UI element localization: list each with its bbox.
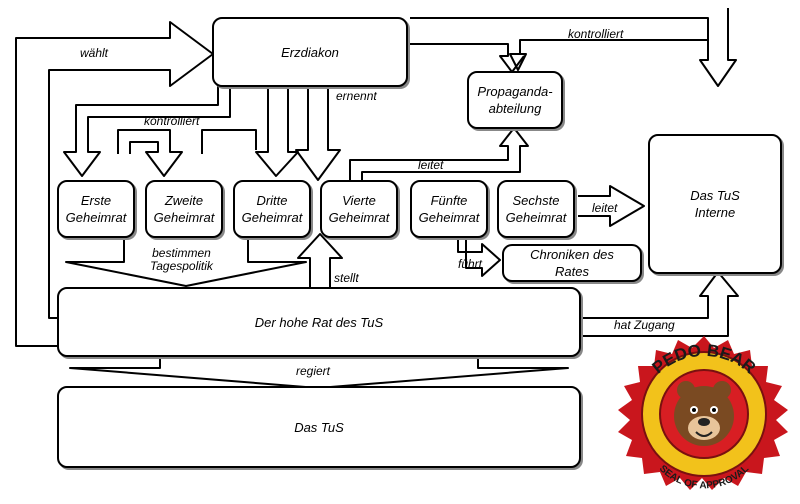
label-ernennt: ernennt [336,89,377,103]
label-fuehrt: führt [458,257,483,271]
node-dritte: Dritte Geheimrat [233,180,311,238]
node-hoher-rat: Der hohe Rat des TuS [57,287,581,357]
node-das-tus: Das TuS [57,386,581,468]
label-kontrolliert-top: kontrolliert [568,27,624,41]
label-waehlt: wählt [80,46,109,60]
node-propaganda: Propaganda- abteilung [467,71,563,129]
node-interne: Das TuS Interne [648,134,782,274]
label-hat-zugang: hat Zugang [614,318,675,332]
node-fuenfte: Fünfte Geheimrat [410,180,488,238]
node-erste: Erste Geheimrat [57,180,135,238]
label-kontrolliert-left: kontrolliert [144,114,200,128]
edge-kontrolliert-zweite-dritte [201,129,257,154]
edge-bestimmen [65,238,307,287]
edge-erzdiakon-to-erste [63,86,231,177]
edge-erzdiakon-to-dritte [255,86,299,177]
node-erzdiakon: Erzdiakon [212,17,408,87]
label-regiert: regiert [296,364,331,378]
edge-kontrolliert-erste-zweite [117,129,183,177]
edge-fuehrt [457,238,501,277]
label-stellt: stellt [334,271,359,285]
edge-kontrolliert-propaganda [509,39,708,71]
label-bestimmen: bestimmen Tagespolitik [150,246,213,273]
label-leitet-interne: leitet [592,201,618,215]
label-leitet-propaganda: leitet [418,158,444,172]
edge-leitet-propaganda [349,127,529,180]
edge-erzdiakon-propaganda [410,43,525,73]
node-chroniken: Chroniken des Rates [502,244,642,282]
node-sechste: Sechste Geheimrat [497,180,575,238]
bear-face-icon [674,381,734,446]
edge-stellt [297,233,343,288]
pedo-bear-seal: PEDO BEAR SEAL OF APPROVAL [618,336,788,491]
node-zweite: Zweite Geheimrat [145,180,223,238]
node-vierte: Vierte Geheimrat [320,180,398,238]
edge-ernennt [295,86,341,181]
edge-kontrolliert-top [410,8,737,87]
edge-leitet-interne [578,185,645,227]
